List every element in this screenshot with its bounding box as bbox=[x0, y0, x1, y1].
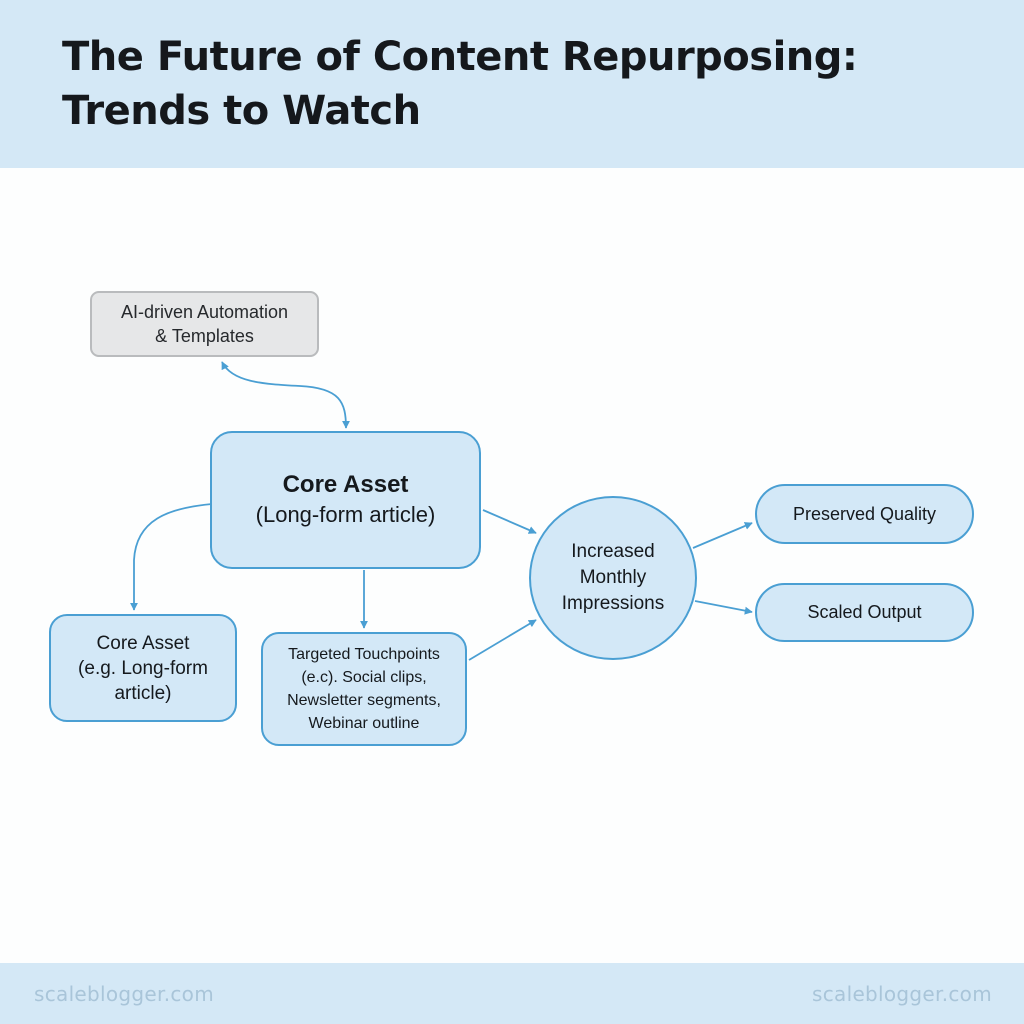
node-touchpoints-line3: Newsletter segments, bbox=[287, 692, 441, 709]
node-impressions-line1: Increased bbox=[571, 541, 655, 562]
node-touchpoints-line2: (e.c). Social clips, bbox=[301, 669, 427, 686]
node-ai-automation-line1: AI-driven Automation bbox=[120, 302, 289, 322]
title-line-2: Trends to Watch bbox=[62, 88, 421, 134]
connector-impressions-quality bbox=[692, 522, 753, 549]
node-core-asset-example: Core Asset (e.g. Long-form article) bbox=[49, 614, 237, 722]
node-increased-impressions: Increased Monthly Impressions bbox=[529, 496, 697, 660]
node-ai-automation-line2: & Templates bbox=[155, 326, 254, 346]
node-targeted-touchpoints: Targeted Touchpoints (e.c). Social clips… bbox=[261, 632, 467, 746]
node-touchpoints-line4: Webinar outline bbox=[308, 715, 420, 732]
footer-bar bbox=[0, 963, 1024, 1024]
node-touchpoints-line1: Targeted Touchpoints bbox=[288, 646, 440, 663]
node-scaled-output-label: Scaled Output bbox=[807, 602, 922, 622]
page-title: The Future of Content Repurposing: Trend… bbox=[62, 30, 962, 138]
connector-impressions-scaled bbox=[694, 600, 753, 615]
connector-core-impressions bbox=[482, 509, 537, 534]
header-banner: The Future of Content Repurposing: Trend… bbox=[0, 0, 1024, 168]
node-core-asset-example-line2: (e.g. Long-form bbox=[78, 657, 208, 679]
node-scaled-output: Scaled Output bbox=[755, 583, 974, 642]
watermark-right: scaleblogger.com bbox=[812, 982, 992, 1006]
node-ai-automation: AI-driven Automation & Templates bbox=[90, 291, 319, 357]
connector-core-coreleft bbox=[130, 503, 213, 611]
watermark-left: scaleblogger.com bbox=[34, 982, 214, 1006]
node-core-asset-example-line1: Core Asset bbox=[96, 632, 190, 654]
node-impressions-line3: Impressions bbox=[561, 593, 665, 614]
node-core-asset: Core Asset (Long-form article) bbox=[210, 431, 481, 569]
node-core-asset-subtitle: (Long-form article) bbox=[255, 502, 436, 527]
connector-ai-core bbox=[221, 361, 350, 429]
node-preserved-quality-label: Preserved Quality bbox=[792, 503, 937, 524]
node-preserved-quality: Preserved Quality bbox=[755, 484, 974, 544]
node-core-asset-title: Core Asset bbox=[282, 471, 409, 498]
title-line-1: The Future of Content Repurposing: bbox=[62, 34, 858, 80]
node-impressions-line2: Monthly bbox=[579, 567, 647, 588]
node-core-asset-example-line3: article) bbox=[114, 682, 172, 704]
connector-touchpoints-impressions bbox=[468, 619, 537, 661]
